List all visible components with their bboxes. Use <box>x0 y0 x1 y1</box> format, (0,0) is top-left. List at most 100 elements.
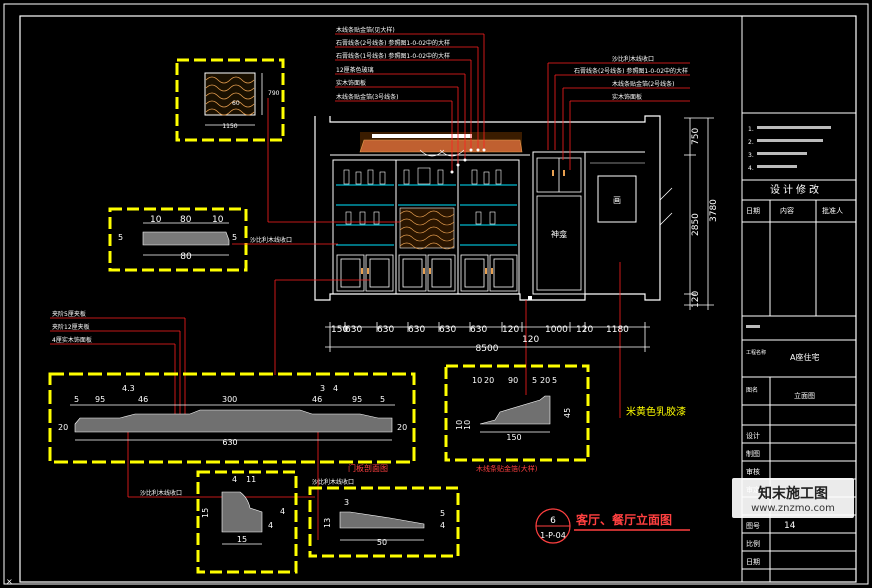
note-5mm-ply: 夹阶5厘夹板 <box>52 310 86 318</box>
tb-note-3: 3. <box>748 152 754 159</box>
dim-c-total: 150 <box>506 433 521 442</box>
note-r-gilt: 木线条贴金箔(2号线条) <box>612 80 675 88</box>
note-wall-paint: 米黄色乳胶漆 <box>626 405 686 418</box>
dim-a-3: 10 <box>212 215 224 225</box>
row-review: 审核 <box>746 467 760 476</box>
dim-b-1: 150 <box>331 325 348 335</box>
dim-b-8: 1000 <box>545 325 568 335</box>
watermark-name: 知末施工图 <box>758 485 828 502</box>
section-d-detail: 4 11 4 15 15 4 沙比利木线收口 <box>140 470 298 574</box>
dim-b-s1: 5 <box>74 395 79 404</box>
dim-b-s7: 3 <box>320 384 325 393</box>
dim-r-3: 120 <box>691 291 701 308</box>
drawing-label: 图名 <box>746 386 758 394</box>
revision-header: 设计修改 <box>770 183 822 196</box>
note-veneer: 实木饰面板 <box>336 79 366 87</box>
dim-b-3: 630 <box>377 325 394 335</box>
section-a-detail: 10 80 10 80 5 5 <box>108 207 248 272</box>
note-r-veneer: 实木饰面板 <box>612 93 642 101</box>
dim-top-height: 790 <box>268 90 280 97</box>
row-draft: 制图 <box>746 449 760 458</box>
dim-b-4: 630 <box>408 325 425 335</box>
gilt-caption: 木线条贴金箔(大样) <box>476 464 538 473</box>
dim-r-1: 750 <box>691 128 701 145</box>
drawing-border <box>19 15 857 583</box>
dim-c-7: 45 <box>563 408 572 418</box>
outer-border <box>3 3 869 585</box>
dim-b-s2: 95 <box>95 395 105 404</box>
note-12mm-ply: 夹阶12厘夹板 <box>52 323 90 331</box>
tb-note-4: 4. <box>748 165 754 172</box>
dim-b-5: 630 <box>439 325 456 335</box>
dim-c-4: 5 <box>532 376 537 385</box>
project-label: 工程名称 <box>746 349 766 356</box>
dim-d-2: 11 <box>246 475 256 484</box>
top-leader-notes: 木线条贴金箔(见大样) 石膏线条(2号线条) 参照图1-0-02中的大样 石膏线… <box>335 26 486 174</box>
dim-b-s9: 95 <box>352 395 362 404</box>
dim-b-7: 120 <box>502 325 519 335</box>
watermark-badge: 知末施工图 www.znzmo.com <box>732 478 854 518</box>
note-plaster-1: 石膏线条(1号线条) 参照图1-0-02中的大样 <box>336 52 450 60</box>
door-caption: 门板剖面图 <box>348 463 388 473</box>
right-dimensions: 750 2850 120 3780 <box>684 117 719 310</box>
note-gilt-3: 木线条贴金箔(3号线条) <box>336 93 399 101</box>
dim-b-total: 630 <box>222 438 237 447</box>
sheet-number: 14 <box>784 521 796 531</box>
dim-b-s4: 46 <box>138 395 148 404</box>
dim-c-6: 5 <box>552 376 557 385</box>
dim-d-5: 15 <box>237 535 247 544</box>
dim-r-total: 3780 <box>709 199 719 222</box>
note-gilt-trim: 木线条贴金箔(见大样) <box>336 26 395 34</box>
dim-total-width: 8500 <box>476 344 499 354</box>
dim-under: 120 <box>522 335 539 345</box>
tb-note-1: 1. <box>748 126 754 133</box>
gilt-section-detail: 10 20 90 5 20 5 45 10 10 150 木线条贴金箔(大样) <box>444 364 590 473</box>
dim-b-9: 120 <box>576 325 593 335</box>
view-badge-top: 6 <box>550 516 556 526</box>
door-section-detail: 5 95 4.3 46 300 46 3 4 95 5 630 20 20 门板… <box>48 372 416 473</box>
dim-c-8: 10 <box>455 420 464 430</box>
row-scale: 比例 <box>746 539 760 548</box>
dim-d-4: 15 <box>201 508 210 518</box>
dim-b-right: 20 <box>397 423 407 432</box>
dim-c-3: 90 <box>508 376 518 385</box>
dim-b-6: 630 <box>470 325 487 335</box>
dim-c-5: 20 <box>540 376 550 385</box>
dim-d-6: 4 <box>268 521 273 530</box>
dim-b-s6: 46 <box>312 395 322 404</box>
note-edge: 沙比利木线收口 <box>250 236 292 244</box>
section-e-detail: 沙比利木线收口 3 13 5 4 50 <box>308 478 460 558</box>
dim-e-4: 4 <box>440 521 445 530</box>
note-tea-glass: 12厘茶色玻璃 <box>336 66 374 74</box>
drawing-value: 立面图 <box>794 391 815 400</box>
dim-b-s3: 4.3 <box>122 384 135 393</box>
dim-a-total: 80 <box>180 252 192 262</box>
dim-e-3: 5 <box>440 509 445 518</box>
ucs-marker: × <box>6 577 13 586</box>
painting-label: 画 <box>613 196 621 205</box>
dim-e-2: 13 <box>323 518 332 528</box>
view-badge-bottom: 1-P-04 <box>540 531 566 540</box>
dim-d-1: 4 <box>232 475 237 484</box>
dim-c-2: 20 <box>484 376 494 385</box>
title-block: 1. 2. 3. 4. 设计修改 日期 内容 批准人 工程名称 A座住宅 图名 … <box>741 16 856 582</box>
tb-note-2: 2. <box>748 139 754 146</box>
rev-col-date: 日期 <box>746 207 760 215</box>
note-e: 沙比利木线收口 <box>312 478 354 486</box>
note-d: 沙比利木线收口 <box>140 489 182 497</box>
main-elevation: 神龛 画 <box>314 115 673 301</box>
bottom-dimensions: 150 630 630 630 630 630 120 1000 120 118… <box>325 322 650 354</box>
top-left-detail: 1150 790 60 <box>175 58 285 142</box>
dim-top-inner: 60 <box>232 100 240 107</box>
dim-a-1: 10 <box>150 215 162 225</box>
dim-e-1: 3 <box>344 498 349 507</box>
dim-a-right: 5 <box>232 233 237 242</box>
note-r-edge: 沙比利木线收口 <box>612 55 654 63</box>
shrine-label: 神龛 <box>551 229 567 239</box>
dim-b-s5: 300 <box>222 395 237 404</box>
dim-e-total: 50 <box>377 538 387 547</box>
dim-b-2: 630 <box>345 325 362 335</box>
dim-b-s8: 4 <box>333 384 338 393</box>
dim-d-3: 4 <box>280 507 285 516</box>
